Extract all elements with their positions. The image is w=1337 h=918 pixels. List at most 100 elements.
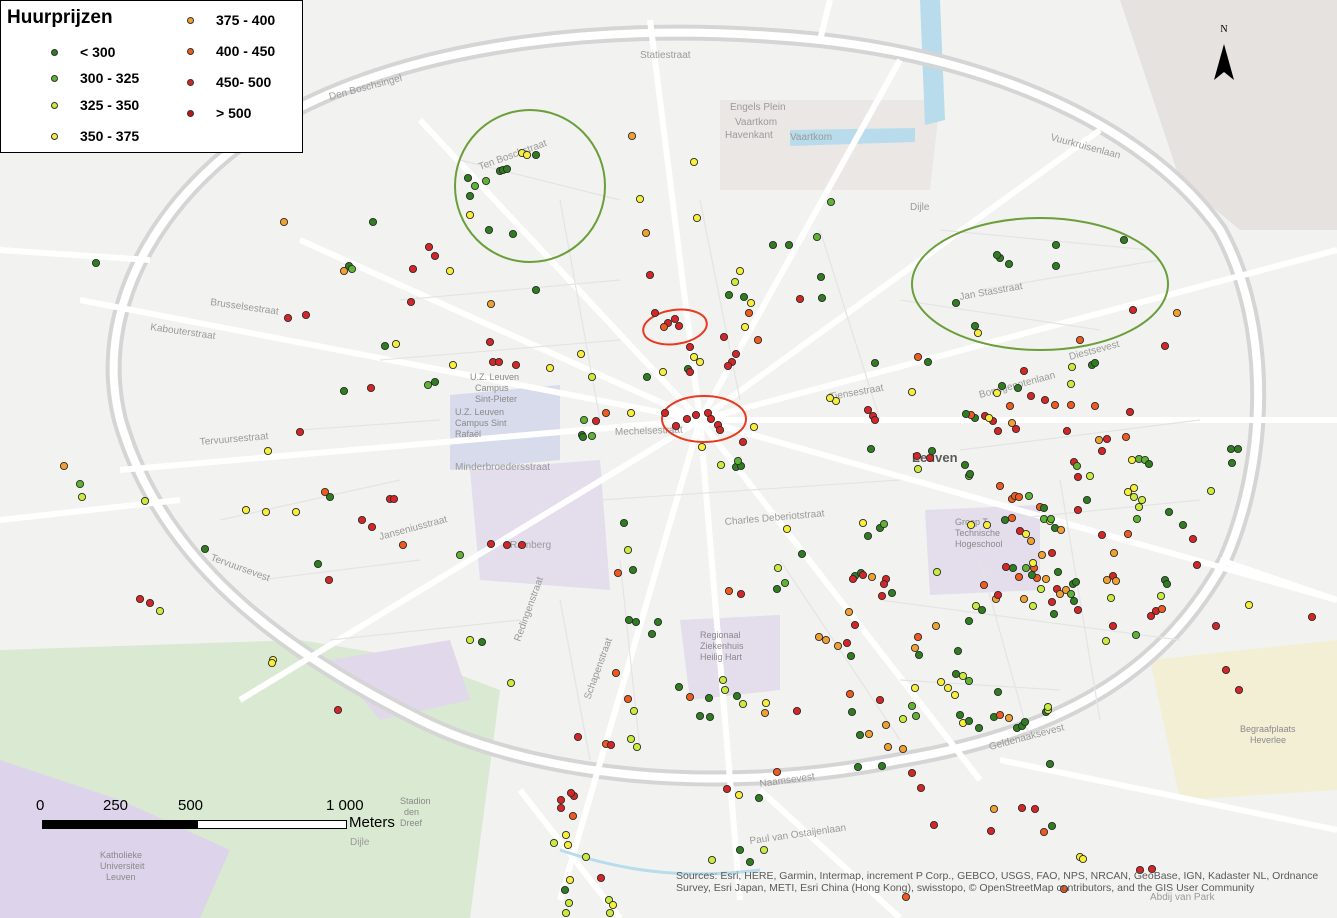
rental-point[interactable] bbox=[91, 258, 101, 268]
rental-point[interactable] bbox=[1129, 492, 1139, 502]
rental-point[interactable] bbox=[1178, 520, 1188, 530]
rental-point[interactable] bbox=[545, 363, 555, 373]
rental-point[interactable] bbox=[760, 708, 770, 718]
rental-point[interactable] bbox=[715, 425, 725, 435]
rental-point[interactable] bbox=[485, 337, 495, 347]
rental-point[interactable] bbox=[1094, 435, 1104, 445]
rental-point[interactable] bbox=[606, 740, 616, 750]
rental-point[interactable] bbox=[797, 549, 807, 559]
rental-point[interactable] bbox=[200, 544, 210, 554]
rental-point[interactable] bbox=[925, 453, 935, 463]
rental-point[interactable] bbox=[1221, 665, 1231, 675]
rental-point[interactable] bbox=[1160, 341, 1170, 351]
rental-point[interactable] bbox=[746, 298, 756, 308]
rental-point[interactable] bbox=[508, 229, 518, 239]
rental-point[interactable] bbox=[1021, 529, 1031, 539]
rental-point[interactable] bbox=[997, 381, 1007, 391]
rental-point[interactable] bbox=[817, 293, 827, 303]
rental-point[interactable] bbox=[887, 588, 897, 598]
rental-point[interactable] bbox=[632, 742, 642, 752]
rental-point[interactable] bbox=[658, 367, 668, 377]
rental-point[interactable] bbox=[579, 415, 589, 425]
rental-point[interactable] bbox=[735, 266, 745, 276]
rental-point[interactable] bbox=[430, 377, 440, 387]
rental-point[interactable] bbox=[772, 767, 782, 777]
rental-point[interactable] bbox=[913, 632, 923, 642]
rental-point[interactable] bbox=[1137, 495, 1147, 505]
rental-point[interactable] bbox=[842, 638, 852, 648]
rental-point[interactable] bbox=[814, 632, 824, 642]
rental-point[interactable] bbox=[494, 357, 504, 367]
rental-point[interactable] bbox=[1244, 600, 1254, 610]
rental-point[interactable] bbox=[1234, 685, 1244, 695]
rental-point[interactable] bbox=[863, 405, 873, 415]
rental-point[interactable] bbox=[768, 240, 778, 250]
rental-point[interactable] bbox=[958, 671, 968, 681]
rental-point[interactable] bbox=[1227, 458, 1237, 468]
rental-point[interactable] bbox=[692, 213, 702, 223]
rental-point[interactable] bbox=[59, 461, 69, 471]
rental-point[interactable] bbox=[931, 621, 941, 631]
rental-point[interactable] bbox=[720, 685, 730, 695]
rental-point[interactable] bbox=[695, 357, 705, 367]
rental-point[interactable] bbox=[951, 669, 961, 679]
rental-point[interactable] bbox=[916, 783, 926, 793]
rental-point[interactable] bbox=[739, 292, 749, 302]
rental-point[interactable] bbox=[913, 352, 923, 362]
rental-point[interactable] bbox=[671, 421, 681, 431]
rental-point[interactable] bbox=[960, 460, 970, 470]
rental-point[interactable] bbox=[1131, 630, 1141, 640]
rental-point[interactable] bbox=[591, 416, 601, 426]
rental-point[interactable] bbox=[979, 580, 989, 590]
rental-point[interactable] bbox=[973, 328, 983, 338]
rental-point[interactable] bbox=[716, 460, 726, 470]
rental-point[interactable] bbox=[913, 464, 923, 474]
rental-point[interactable] bbox=[465, 191, 475, 201]
rental-point[interactable] bbox=[992, 250, 1002, 260]
rental-point[interactable] bbox=[706, 414, 716, 424]
rental-point[interactable] bbox=[850, 620, 860, 630]
rental-point[interactable] bbox=[1004, 259, 1014, 269]
rental-point[interactable] bbox=[339, 386, 349, 396]
rental-point[interactable] bbox=[576, 349, 586, 359]
rental-point[interactable] bbox=[1162, 579, 1172, 589]
rental-point[interactable] bbox=[1021, 563, 1031, 573]
rental-point[interactable] bbox=[624, 615, 634, 625]
rental-point[interactable] bbox=[759, 845, 769, 855]
rental-point[interactable] bbox=[689, 352, 699, 362]
rental-point[interactable] bbox=[1067, 362, 1077, 372]
rental-point[interactable] bbox=[1014, 492, 1024, 502]
rental-point[interactable] bbox=[1144, 459, 1154, 469]
rental-point[interactable] bbox=[970, 321, 980, 331]
rental-point[interactable] bbox=[325, 492, 335, 502]
rental-point[interactable] bbox=[964, 676, 974, 686]
rental-point[interactable] bbox=[1078, 854, 1088, 864]
rental-point[interactable] bbox=[650, 308, 660, 318]
rental-point[interactable] bbox=[826, 197, 836, 207]
rental-point[interactable] bbox=[1066, 589, 1076, 599]
rental-point[interactable] bbox=[965, 469, 975, 479]
rental-point[interactable] bbox=[1106, 593, 1116, 603]
rental-point[interactable] bbox=[753, 335, 763, 345]
rental-point[interactable] bbox=[465, 635, 475, 645]
rental-point[interactable] bbox=[1053, 567, 1063, 577]
rental-point[interactable] bbox=[995, 481, 1005, 491]
rental-point[interactable] bbox=[1192, 560, 1202, 570]
rental-point[interactable] bbox=[1134, 502, 1144, 512]
rental-point[interactable] bbox=[424, 242, 434, 252]
rental-point[interactable] bbox=[901, 892, 911, 902]
rental-point[interactable] bbox=[738, 699, 748, 709]
rental-point[interactable] bbox=[601, 408, 611, 418]
rental-point[interactable] bbox=[1039, 827, 1049, 837]
rental-point[interactable] bbox=[1102, 434, 1112, 444]
rental-point[interactable] bbox=[845, 689, 855, 699]
rental-point[interactable] bbox=[608, 900, 618, 910]
rental-point[interactable] bbox=[863, 531, 873, 541]
rental-point[interactable] bbox=[502, 540, 512, 550]
rental-point[interactable] bbox=[674, 682, 684, 692]
rental-point[interactable] bbox=[1128, 305, 1138, 315]
rental-point[interactable] bbox=[858, 570, 868, 580]
rental-point[interactable] bbox=[907, 387, 917, 397]
rental-point[interactable] bbox=[587, 431, 597, 441]
rental-point[interactable] bbox=[631, 617, 641, 627]
